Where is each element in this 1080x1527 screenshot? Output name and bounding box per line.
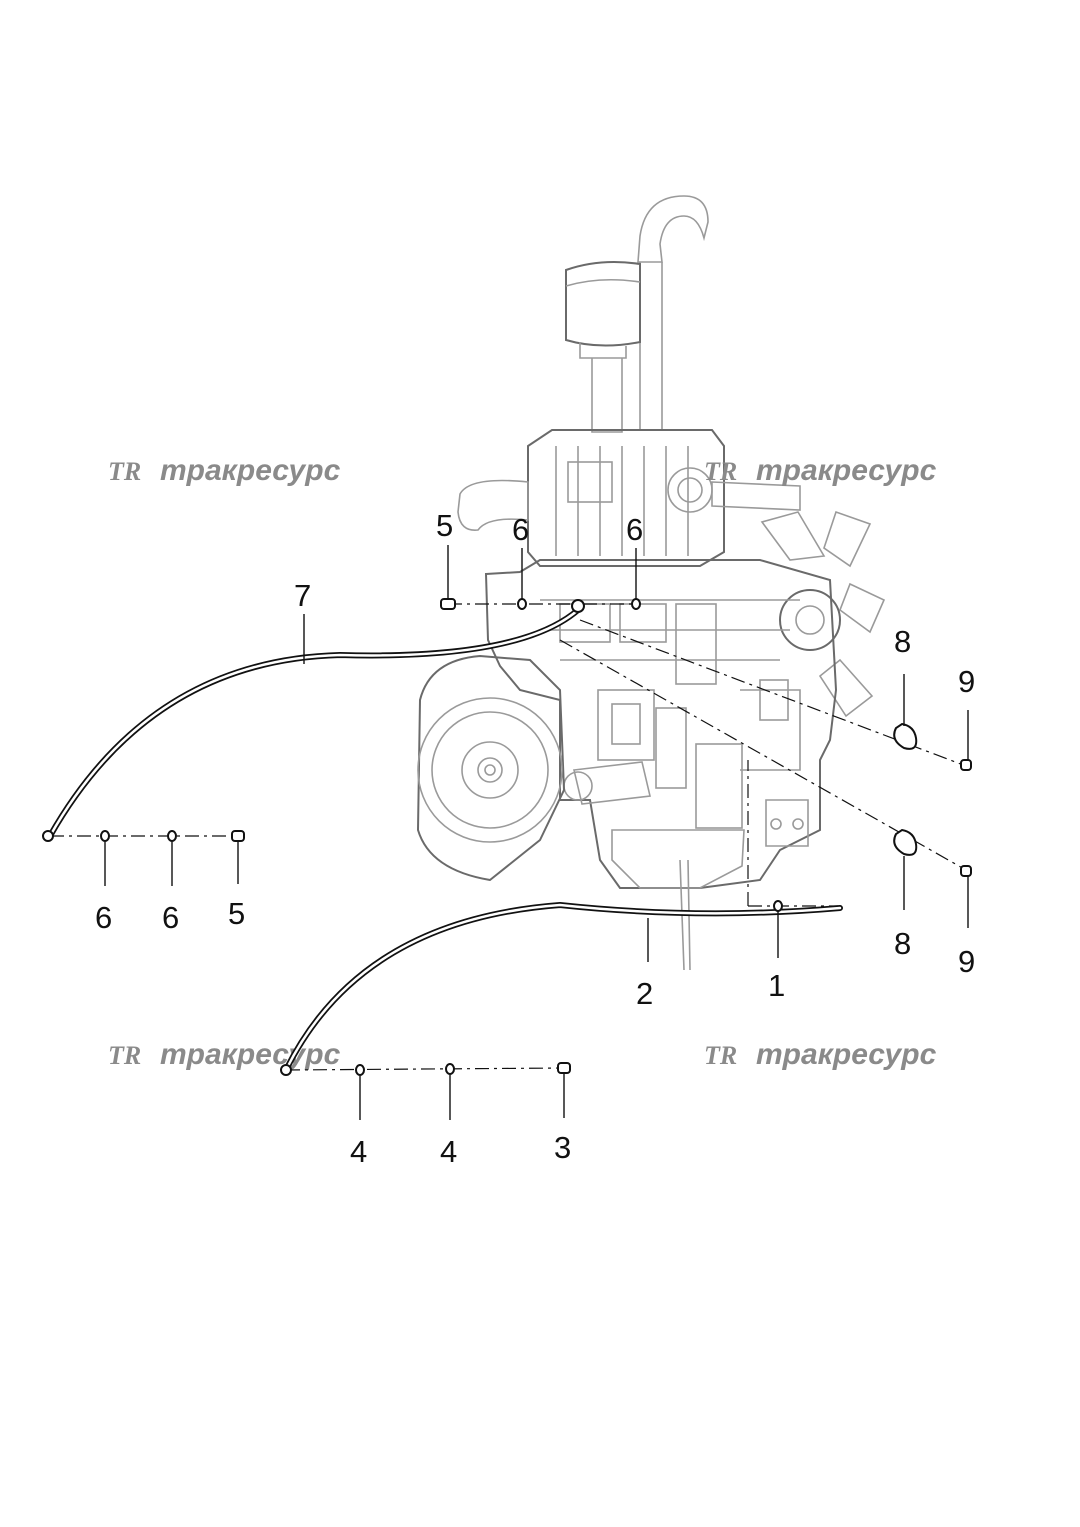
- washer-4-b: [445, 1063, 455, 1075]
- bolt-3: [557, 1062, 571, 1074]
- callout-1: 1: [768, 968, 785, 1003]
- fan: [711, 481, 886, 718]
- tube-2-end-fitting: [280, 1064, 292, 1076]
- washer-1: [773, 900, 783, 912]
- watermark-top-left: TR тракресурс: [108, 454, 341, 487]
- washer-4-a: [355, 1064, 365, 1076]
- callout-6-top-a: 6: [512, 512, 529, 547]
- callout-8-bottom: 8: [894, 926, 911, 961]
- callout-9-bottom: 9: [958, 944, 975, 979]
- callout-6-left-a: 6: [95, 900, 112, 935]
- callout-6-top-b: 6: [626, 512, 643, 547]
- callout-3: 3: [554, 1130, 571, 1165]
- parts: [42, 598, 972, 1076]
- watermark-logo: TR: [108, 1041, 141, 1070]
- callout-4-b: 4: [440, 1134, 457, 1169]
- callout-2: 2: [636, 976, 653, 1011]
- callout-6-left-b: 6: [162, 900, 179, 935]
- washer-6-left-b: [167, 830, 177, 842]
- callout-7: 7: [294, 578, 311, 613]
- callouts: 5 6 6 7 8 9 6 6 5 8 9 1 2 4 4 3: [95, 508, 975, 1169]
- watermark-top-right: TR тракресурс: [704, 454, 937, 487]
- watermark-bottom-left: TR тракресурс: [108, 1038, 341, 1071]
- tube-2: [283, 901, 843, 1073]
- watermark-bottom-right: TR тракресурс: [704, 1038, 937, 1071]
- tube-7-end-fitting: [42, 830, 54, 842]
- bolt-9-bottom: [960, 865, 972, 877]
- bolt-5-left: [231, 830, 245, 842]
- washer-6-left-a: [100, 830, 110, 842]
- watermark-brand: тракресурс: [756, 454, 937, 487]
- bolt-9-top: [960, 759, 972, 771]
- bolt-5-top: [440, 598, 456, 610]
- clamp-8-top: [893, 722, 918, 750]
- watermark-brand: тракресурс: [756, 1038, 937, 1071]
- assembly-axes: [50, 603, 967, 1071]
- clamp-8-bottom: [893, 828, 918, 856]
- tube-7-fitting: [571, 599, 585, 613]
- callout-9-top: 9: [958, 664, 975, 699]
- callout-5-left: 5: [228, 896, 245, 931]
- tube-7: [47, 607, 581, 839]
- engine-illustration: [416, 195, 886, 971]
- leader-lines: [104, 545, 969, 1120]
- washer-6-top-b: [631, 598, 641, 610]
- callout-5-top: 5: [436, 508, 453, 543]
- watermark-logo: TR: [704, 1041, 737, 1070]
- watermark-logo: TR: [704, 457, 737, 486]
- watermark-logo: TR: [108, 457, 141, 486]
- watermark-brand: тракресурс: [160, 454, 341, 487]
- callout-4-a: 4: [350, 1134, 367, 1169]
- washer-6-top-a: [517, 598, 527, 610]
- watermark-brand: тракресурс: [160, 1038, 341, 1071]
- flywheel-housing: [416, 654, 566, 882]
- callout-8-top: 8: [894, 624, 911, 659]
